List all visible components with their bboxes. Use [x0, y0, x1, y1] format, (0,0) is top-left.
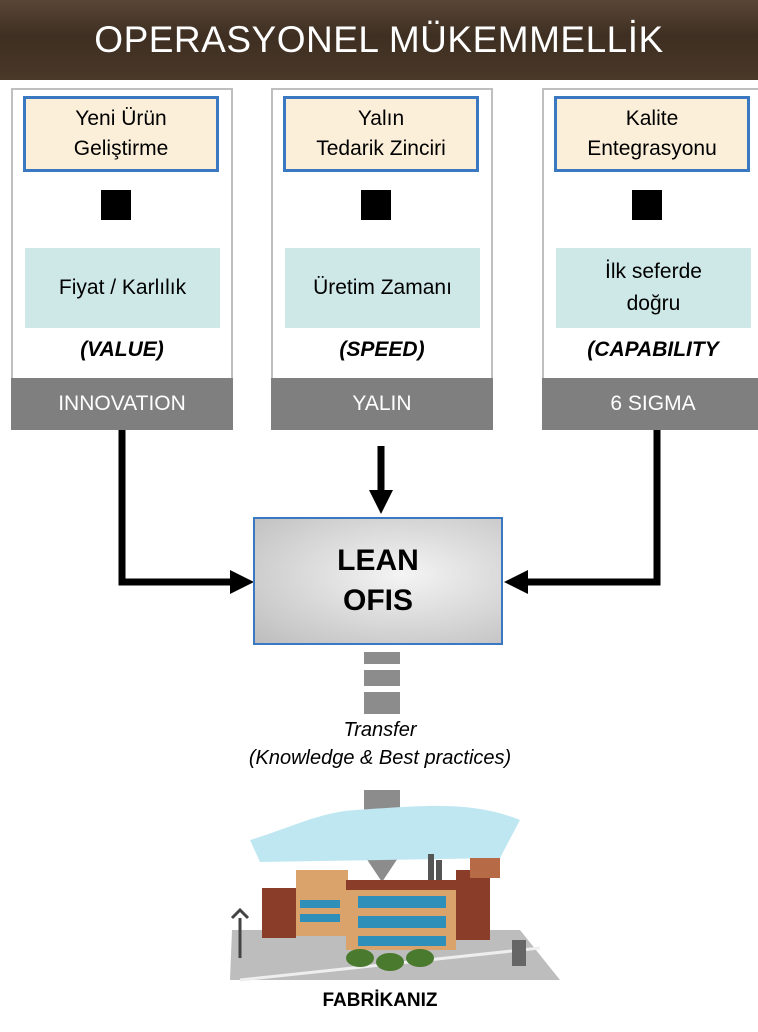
- center-arrowhead: [369, 490, 393, 514]
- transfer-title: Transfer: [343, 719, 417, 741]
- banner-title: OPERASYONEL MÜKEMMELLİK: [94, 19, 664, 60]
- left-connector-arrow: [118, 430, 232, 586]
- tag-innovation: (VALUE): [80, 338, 164, 361]
- column-yalin: Yalın Tedarik Zinciri Üretim Zamanı (SPE…: [271, 88, 493, 378]
- factory-label: FABRİKANIZ: [322, 990, 438, 1011]
- tag-6-sigma: (CAPABILITY: [587, 338, 719, 361]
- footer-yalin: YALIN: [271, 378, 493, 430]
- metric-box-yalin: Üretim Zamanı: [285, 248, 480, 328]
- column-6-sigma: Kalite Entegrasyonu İlk seferde doğru (C…: [542, 88, 758, 378]
- left-arrowhead: [230, 570, 254, 594]
- title-banner: OPERASYONEL MÜKEMMELLİK: [0, 0, 758, 80]
- transfer-subtitle: (Knowledge & Best practices): [248, 747, 512, 769]
- square-marker: [101, 190, 131, 220]
- factory-illustration: [230, 805, 560, 982]
- tag-yalin: (SPEED): [339, 338, 425, 361]
- topbox-innovation: Yeni Ürün Geliştirme: [23, 96, 219, 172]
- topbox-yalin: Yalın Tedarik Zinciri: [283, 96, 479, 172]
- topbox-6-sigma: Kalite Entegrasyonu: [554, 96, 750, 172]
- square-marker: [361, 190, 391, 220]
- square-marker: [632, 190, 662, 220]
- footer-innovation: INNOVATION: [11, 378, 233, 430]
- transfer-shaft-segment: [364, 652, 400, 664]
- metric-box-6-sigma: İlk seferde doğru: [556, 248, 751, 328]
- lean-office-box: LEAN OFIS: [253, 517, 503, 645]
- column-innovation: Yeni Ürün Geliştirme Fiyat / Karlılık (V…: [11, 88, 233, 378]
- transfer-shaft-segment: [364, 692, 400, 714]
- transfer-caption: Transfer (Knowledge & Best practices): [170, 716, 590, 772]
- transfer-shaft-segment: [364, 670, 400, 686]
- footer-6-sigma: 6 SIGMA: [542, 378, 758, 430]
- right-arrowhead: [504, 570, 528, 594]
- right-connector-arrow: [526, 430, 661, 586]
- metric-box-innovation: Fiyat / Karlılık: [25, 248, 220, 328]
